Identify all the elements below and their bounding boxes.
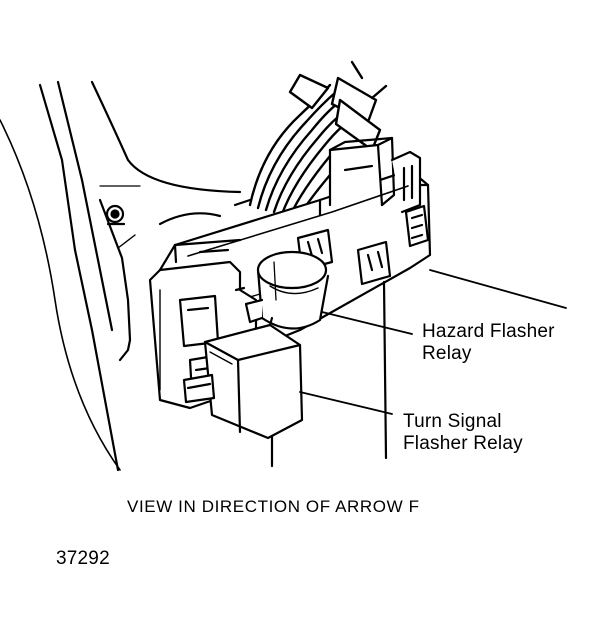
turn-label-line1: Turn Signal	[403, 411, 502, 432]
turn-label-line2: Flasher Relay	[403, 433, 523, 454]
body-panel	[0, 80, 252, 472]
hazard-flasher-relay-label: Hazard Flasher Relay	[422, 321, 555, 365]
view-caption: VIEW IN DIRECTION OF ARROW F	[127, 497, 420, 516]
hazard-label-line1: Hazard Flasher	[422, 321, 555, 342]
hazard-label-line2: Relay	[422, 343, 472, 364]
figure-number: 37292	[56, 548, 110, 569]
hazard-flasher-relay	[234, 250, 330, 330]
leader-lines	[299, 269, 567, 415]
mounting-lines	[270, 280, 388, 468]
turn-signal-flasher-relay-label: Turn Signal Flasher Relay	[403, 411, 523, 455]
mounting-bolt	[105, 204, 126, 226]
turn-signal-flasher-relay	[182, 316, 304, 440]
